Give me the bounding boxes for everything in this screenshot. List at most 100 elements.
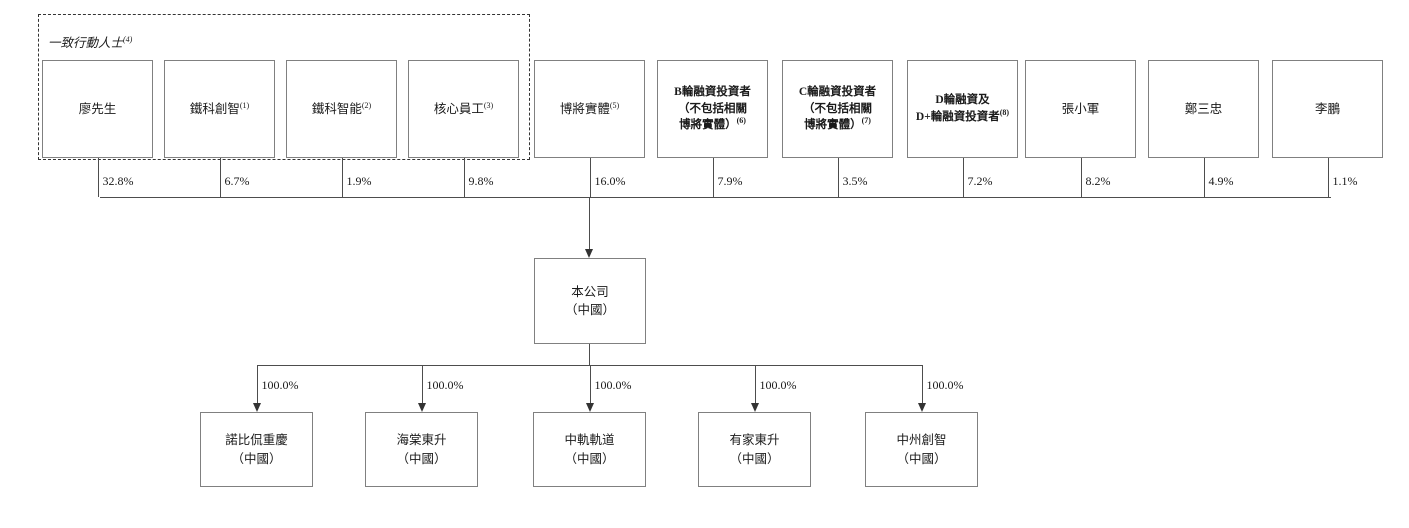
shareholder-drop-line [962, 158, 964, 197]
shareholder-box-label: 博將實體(5) [538, 100, 641, 118]
subsidiary-label-line: 有家東升 [729, 433, 780, 448]
box-label-line: 廖先生 [78, 101, 117, 116]
subsidiary-percentage-label: 100.0% [594, 378, 632, 392]
subsidiary-arrow-icon [750, 403, 759, 412]
subsidiary-arrow-icon [417, 403, 426, 412]
subsidiary-box-label: 有家東升 （中國） [702, 431, 807, 467]
shareholder-drop-line [97, 158, 99, 197]
shareholder-box-label: 張小軍 [1029, 100, 1132, 118]
shareholder-drop-line [1080, 158, 1082, 197]
box-label-line: 鄭三忠 [1184, 101, 1223, 116]
shareholder-percentage-label: 1.9% [346, 174, 372, 188]
shareholder-box: C輪融資投資者 （不包括相關博將實體）(7) [782, 60, 893, 158]
box-label-line: 博將實體）(7) [804, 116, 871, 132]
shareholder-percentage-label: 9.8% [468, 174, 494, 188]
shareholder-box-label: 鐵科智能(2) [290, 100, 393, 118]
subsidiary-label-line: （中國） [231, 451, 282, 466]
subsidiary-arrow-icon [917, 403, 926, 412]
subsidiary-arrow-icon [585, 403, 594, 412]
box-label-superscript: (8) [999, 108, 1010, 118]
concert-party-group-label-superscript: (4) [123, 34, 133, 44]
subsidiary-box-label: 海棠東升 （中國） [369, 431, 474, 467]
shareholder-box: 廖先生 [42, 60, 153, 158]
shareholder-box-label: B輪融資投資者 （不包括相關博將實體）(6) [661, 84, 764, 134]
subsidiary-drop-line [921, 365, 923, 403]
subsidiary-label-line: （中國） [729, 451, 780, 466]
shareholder-percentage-label: 8.2% [1085, 174, 1111, 188]
company-stem-line [589, 197, 590, 249]
shareholder-drop-line [1203, 158, 1205, 197]
shareholder-percentage-label: 7.9% [717, 174, 743, 188]
subsidiary-arrow-icon [252, 403, 261, 412]
subsidiary-label-line: 海棠東升 [396, 433, 447, 448]
shareholder-box-label: 廖先生 [46, 100, 149, 118]
concert-party-group-label-text: 一致行動人士 [48, 36, 124, 50]
box-label-line: D+輪融資投資者(8) [915, 108, 1010, 123]
shareholder-box: 鐵科智能(2) [286, 60, 397, 158]
shareholder-box: 張小軍 [1025, 60, 1136, 158]
shareholder-box: 李鵬 [1272, 60, 1383, 158]
shareholder-box: 鐵科創智(1) [164, 60, 275, 158]
shareholder-percentage-label: 3.5% [842, 174, 868, 188]
subsidiary-percentage-label: 100.0% [261, 378, 299, 392]
subsidiary-label-line: 諾比侃重慶 [225, 433, 288, 448]
shareholder-percentage-label: 7.2% [967, 174, 993, 188]
shareholder-drop-line [341, 158, 343, 197]
box-label-line: 鐵科創智(1) [189, 100, 250, 116]
subsidiary-label-line: 中州創智 [896, 433, 947, 448]
shareholder-box: 核心員工(3) [408, 60, 519, 158]
subsidiary-percentage-label: 100.0% [426, 378, 464, 392]
box-label-superscript: (3) [483, 100, 494, 110]
shareholder-box: B輪融資投資者 （不包括相關博將實體）(6) [657, 60, 768, 158]
subsidiary-label-line: （中國） [896, 451, 947, 466]
box-label-superscript: (7) [861, 116, 871, 126]
box-label-superscript: (5) [609, 100, 620, 110]
subsidiary-box-label: 中軌軌道 （中國） [537, 431, 642, 467]
box-label-line: 李鵬 [1314, 101, 1340, 116]
subsidiary-label-line: （中國） [396, 451, 447, 466]
subsidiary-percentage-label: 100.0% [926, 378, 964, 392]
subsidiary-box-label: 諾比侃重慶 （中國） [204, 431, 309, 467]
company-box-label: 本公司 （中國） [538, 283, 642, 319]
shareholder-drop-line [837, 158, 839, 197]
shareholder-box-label: 鄭三忠 [1152, 100, 1255, 118]
concert-party-group-label: 一致行動人士(4) [48, 32, 132, 51]
shareholder-box-label: 鐵科創智(1) [168, 100, 271, 118]
subsidiary-label-line: 中軌軌道 [564, 433, 615, 448]
shareholder-box: 鄭三忠 [1148, 60, 1259, 158]
box-label-line: 張小軍 [1061, 101, 1100, 116]
shareholder-percentage-label: 6.7% [224, 174, 250, 188]
company-label-line: （中國） [564, 303, 615, 317]
box-label-line: 博將實體）(6) [679, 116, 746, 132]
shareholder-percentage-label: 4.9% [1208, 174, 1234, 188]
shareholder-percentage-label: 1.1% [1332, 174, 1358, 188]
box-label-line: C輪融資投資者 [798, 85, 877, 98]
subsidiary-label-line: （中國） [564, 451, 615, 466]
box-label-line: B輪融資投資者 [674, 85, 751, 98]
company-label-line: 本公司 [571, 284, 609, 299]
shareholder-drop-line [1327, 158, 1329, 197]
box-label-line: 核心員工(3) [433, 100, 494, 116]
subsidiary-box-label: 中州創智 （中國） [869, 431, 974, 467]
subsidiary-box: 有家東升 （中國） [698, 412, 811, 487]
box-label-line: 鐵科智能(2) [311, 100, 372, 116]
shareholder-box-label: C輪融資投資者 （不包括相關博將實體）(7) [786, 84, 889, 134]
shareholder-percentage-label: 16.0% [594, 174, 626, 188]
subsidiary-box: 中軌軌道 （中國） [533, 412, 646, 487]
shareholder-box: 博將實體(5) [534, 60, 645, 158]
subsidiary-drop-line [754, 365, 756, 403]
subsidiary-percentage-label: 100.0% [759, 378, 797, 392]
subsidiary-drop-line [256, 365, 258, 403]
company-arrow-icon [585, 249, 593, 258]
subsidiary-box: 海棠東升 （中國） [365, 412, 478, 487]
box-label-line: （不包括相關 [803, 102, 872, 115]
subsidiary-box: 中州創智 （中國） [865, 412, 978, 487]
box-label-line: （不包括相關 [678, 102, 747, 115]
subsidiary-stem-line [589, 344, 590, 365]
shareholder-drop-line [589, 158, 591, 197]
subsidiary-drop-line [589, 365, 591, 403]
shareholder-drop-line [712, 158, 714, 197]
